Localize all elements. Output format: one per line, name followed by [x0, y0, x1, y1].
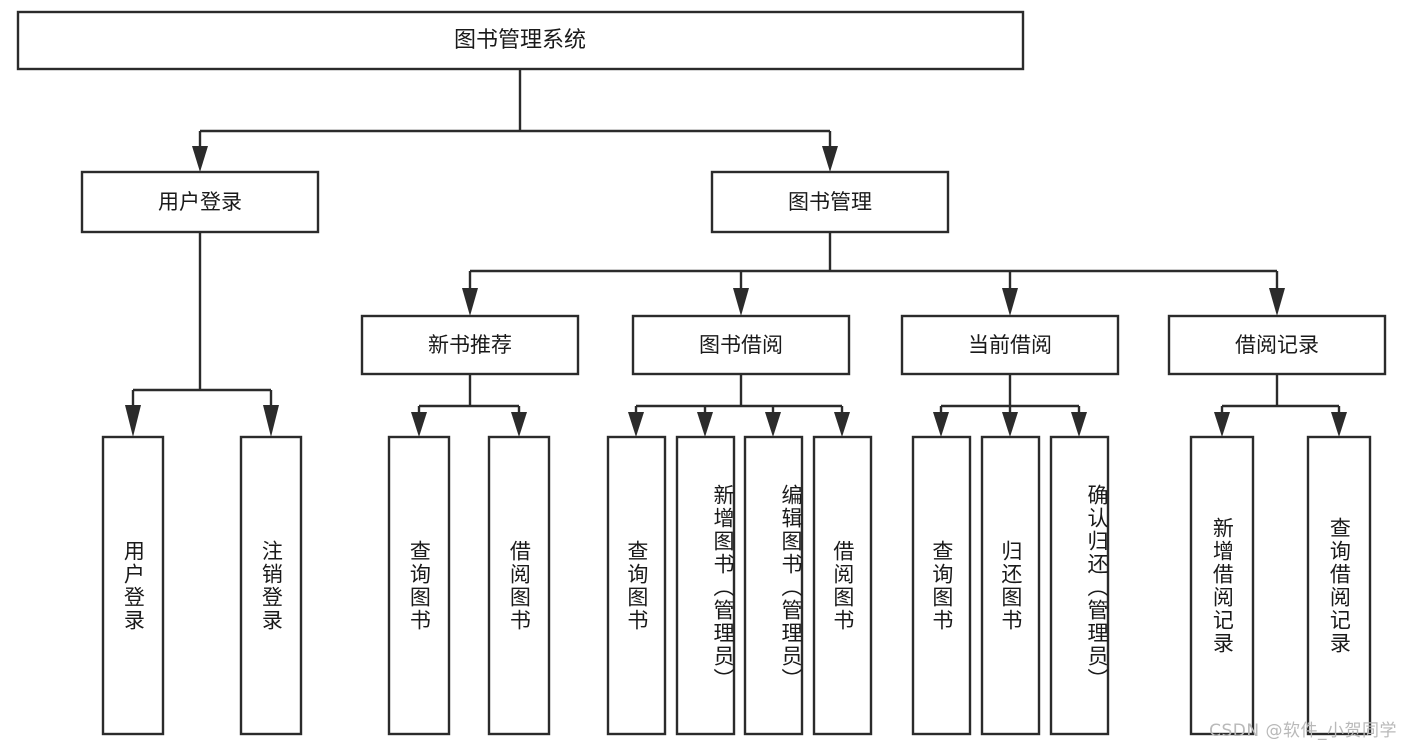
- node-label-root: 图书管理系统: [454, 28, 586, 53]
- arrow-to-record: [1269, 288, 1285, 316]
- node-label-borrow-record: 借阅记录: [1235, 333, 1319, 357]
- node-box-book-borrow[interactable]: [631, 314, 851, 376]
- arrow-to-user-login: [192, 146, 208, 172]
- node-label-new-book-recommend: 新书推荐: [428, 333, 512, 357]
- node-box-leaf-add-record[interactable]: [1189, 435, 1255, 736]
- arrow-borrow-leaf-4: [834, 412, 850, 437]
- node-box-new-book-recommend[interactable]: [360, 314, 580, 376]
- watermark-text: CSDN @软件_小贺同学: [1209, 721, 1397, 741]
- node-box-leaf-borrow-book-2[interactable]: [812, 435, 873, 736]
- node-label-book-borrow: 图书借阅: [699, 333, 783, 357]
- arrow-current-leaf-2: [1002, 412, 1018, 437]
- node-box-leaf-query-book-1[interactable]: [387, 435, 451, 736]
- node-box-leaf-query-book-3[interactable]: [911, 435, 972, 736]
- node-box-leaf-query-book-2[interactable]: [606, 435, 667, 736]
- arrow-newbook-leaf-1: [411, 412, 427, 437]
- edges-layer: [125, 69, 1347, 437]
- node-box-leaf-query-record[interactable]: [1306, 435, 1372, 736]
- arrow-to-current: [1002, 288, 1018, 316]
- arrow-to-leaf-logout: [263, 405, 279, 437]
- nodes-layer: 图书管理系统 用户登录 图书管理 新书推荐 图书借阅 当前借阅 借阅记录: [16, 10, 1387, 736]
- node-box-leaf-logout[interactable]: [239, 435, 303, 736]
- node-label-book-management: 图书管理: [788, 190, 872, 214]
- arrow-record-leaf-1: [1214, 412, 1230, 437]
- node-box-book-management[interactable]: [710, 170, 950, 234]
- node-box-leaf-user-login[interactable]: [101, 435, 165, 736]
- arrow-to-newbook: [462, 288, 478, 316]
- arrow-borrow-leaf-1: [628, 412, 644, 437]
- node-box-borrow-record[interactable]: [1167, 314, 1387, 376]
- arrow-borrow-leaf-2: [697, 412, 713, 437]
- node-box-leaf-confirm-return[interactable]: [1049, 435, 1110, 736]
- node-box-leaf-borrow-book-1[interactable]: [487, 435, 551, 736]
- node-box-leaf-add-book[interactable]: [675, 435, 736, 736]
- arrow-current-leaf-3: [1071, 412, 1087, 437]
- arrow-to-borrow: [733, 288, 749, 316]
- node-box-current-borrow[interactable]: [900, 314, 1120, 376]
- arrow-to-book-mgmt: [822, 146, 838, 172]
- node-box-root[interactable]: [16, 10, 1025, 71]
- node-box-leaf-return-book[interactable]: [980, 435, 1041, 736]
- arrow-to-leaf-user-login: [125, 405, 141, 437]
- arrow-borrow-leaf-3: [765, 412, 781, 437]
- arrow-record-leaf-2: [1331, 412, 1347, 437]
- arrow-current-leaf-1: [933, 412, 949, 437]
- node-label-user-login: 用户登录: [158, 190, 242, 214]
- node-box-user-login[interactable]: [80, 170, 320, 234]
- node-box-leaf-edit-book[interactable]: [743, 435, 804, 736]
- node-label-current-borrow: 当前借阅: [968, 333, 1052, 357]
- arrow-newbook-leaf-2: [511, 412, 527, 437]
